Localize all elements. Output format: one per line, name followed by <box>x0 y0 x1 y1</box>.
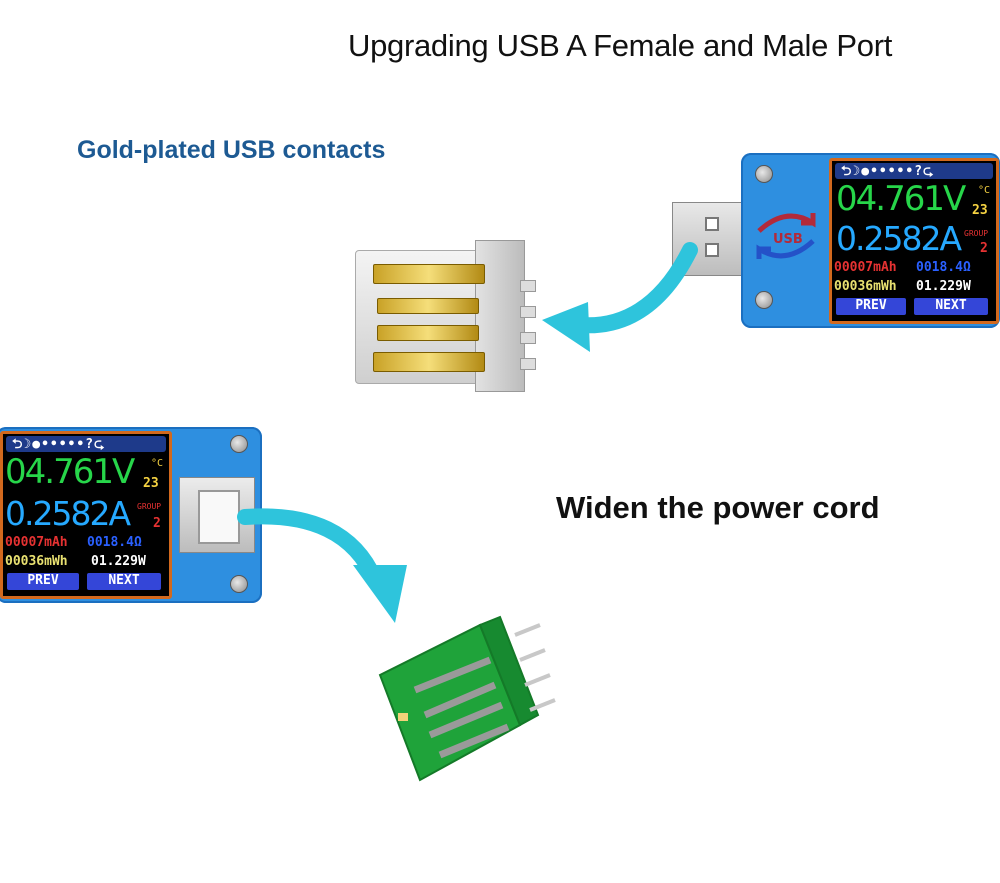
watt-readout: 01.229W <box>916 279 971 294</box>
usb-logo: USB <box>773 232 803 247</box>
temp-unit: °C <box>978 185 991 196</box>
usb-tester-bottom: ⮌☽●•••••?⮎ 04.761V °C 23 0.2582A GROUP 2… <box>0 427 262 603</box>
mwh-readout: 00036mWh <box>834 279 897 294</box>
next-button[interactable]: NEXT <box>914 298 988 315</box>
mah-readout: 00007mAh <box>834 260 897 275</box>
screw-icon <box>230 435 248 453</box>
group-value: 2 <box>980 241 988 256</box>
group-label: GROUP <box>137 502 162 511</box>
arrow-icon <box>237 508 407 623</box>
mah-readout: 00007mAh <box>5 535 68 550</box>
next-button[interactable]: NEXT <box>87 573 161 590</box>
callout-power-cord: Widen the power cord <box>556 490 880 525</box>
temp-value: 23 <box>972 203 988 218</box>
prev-button[interactable]: PREV <box>836 298 906 315</box>
tester-screen: ⮌☽●•••••?⮎ 04.761V °C 23 0.2582A GROUP 2… <box>0 431 172 599</box>
prev-button[interactable]: PREV <box>7 573 79 590</box>
current-readout: 0.2582A <box>5 494 131 533</box>
ohm-readout: 0018.4Ω <box>87 535 142 550</box>
screw-icon <box>755 165 773 183</box>
tester-screen: ⮌☽●•••••?⮎ 04.761V °C 23 0.2582A GROUP 2… <box>829 158 999 324</box>
group-label: GROUP <box>964 229 989 238</box>
temp-value: 23 <box>143 476 159 491</box>
status-icons: ⮌☽●•••••?⮎ <box>841 164 935 179</box>
watt-readout: 01.229W <box>91 554 146 569</box>
temp-unit: °C <box>151 458 164 469</box>
green-pcb-connector <box>370 605 570 795</box>
screw-icon <box>230 575 248 593</box>
gold-contact-connector <box>355 240 536 392</box>
mwh-readout: 00036mWh <box>5 554 68 569</box>
arrow-icon <box>542 242 698 352</box>
ohm-readout: 0018.4Ω <box>916 260 971 275</box>
callout-gold-contacts: Gold-plated USB contacts <box>77 136 386 164</box>
group-value: 2 <box>153 516 161 531</box>
current-readout: 0.2582A <box>836 219 962 258</box>
page-title: Upgrading USB A Female and Male Port <box>348 28 893 63</box>
screw-icon <box>755 291 773 309</box>
status-icons: ⮌☽●•••••?⮎ <box>12 437 106 452</box>
usb-direction-arrows-icon: USB <box>756 213 816 259</box>
usb-tester-top: USB ⮌☽●•••••?⮎ 04.761V °C 23 0.2582A GRO… <box>741 153 1000 328</box>
voltage-readout: 04.761V <box>5 452 135 492</box>
voltage-readout: 04.761V <box>836 179 966 219</box>
